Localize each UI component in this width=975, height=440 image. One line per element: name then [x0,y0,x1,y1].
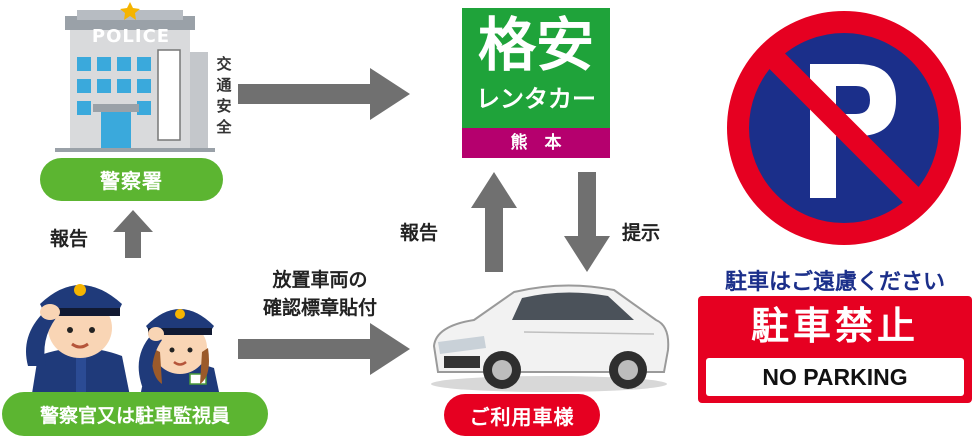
no-parking-sign [718,2,970,254]
sign-char: 通 [216,76,232,94]
rental-car-logo: 格安 レンタカー 熊 本 [462,8,610,158]
sign-char: 全 [216,118,232,136]
logo-line2: レンタカー [476,85,596,113]
officers-illustration [0,256,270,406]
customer-node: ご利用車様 [444,394,600,436]
logo-location-band: 熊 本 [462,128,610,158]
no-parking-en: NO PARKING [762,364,908,390]
report-label-left: 報告 [50,228,89,250]
parking-heading: 駐車はご遠慮ください [724,270,945,295]
police-station-node: 警察署 [40,158,223,201]
arrow-right-top [238,68,410,120]
arrow-up-center [471,172,517,272]
arrow-down-center [564,172,610,272]
officers-icon [26,284,222,406]
no-parking-icon [727,11,961,245]
present-label: 提示 [622,222,661,244]
car-icon [431,284,670,392]
no-parking-en-band: NO PARKING [706,358,964,396]
car-illustration [424,276,674,392]
police-sign-text: POLICE [91,26,171,47]
no-parking-ja: 駐車禁止 [750,304,919,348]
logo-line1: 格安 [477,11,594,79]
sticker-label-line2: 確認標章貼付 [262,297,377,319]
sticker-label: 放置車両の 確認標章貼付 [245,266,395,322]
building-icon [55,2,215,152]
sign-char: 交 [216,55,232,73]
officers-node: 警察官又は駐車監視員 [2,392,268,436]
sign-char: 安 [216,97,232,115]
arrow-up-left [113,210,153,258]
no-parking-board: 駐車禁止 NO PARKING [698,296,972,403]
police-building-illustration: POLICE 交 通 安 全 [55,2,232,152]
sticker-label-line1: 放置車両の [272,269,368,291]
report-label-center: 報告 [400,222,439,244]
traffic-safety-sign: 交 通 安 全 [213,54,235,138]
arrow-right-bottom [238,323,410,375]
